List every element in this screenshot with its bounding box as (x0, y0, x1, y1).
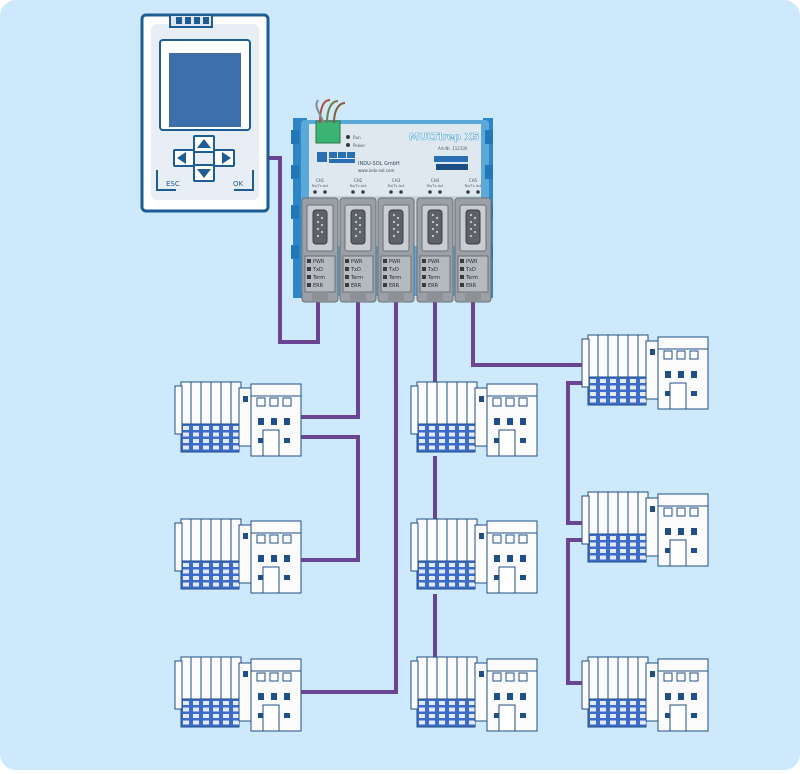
repeater-serial: Art-Nr. 112100 (438, 146, 468, 151)
connector-led-label: ERR (428, 283, 439, 289)
channel-led (389, 190, 393, 194)
repeater-title: MULTIrep X5 (409, 132, 479, 143)
profibus-logo (434, 156, 468, 170)
channel-label-1: CH1 (316, 178, 325, 183)
remote-io-station (581, 656, 709, 732)
connector-led-label: TxD (465, 267, 476, 273)
esc-button-label[interactable]: ESC (166, 180, 180, 188)
cable-display-to-repeater (266, 156, 320, 344)
cable-column3-link2 (566, 538, 585, 685)
connector-led-label: Term (312, 275, 325, 281)
connector-led-label: PWR (466, 259, 478, 265)
power-led (346, 143, 350, 147)
arrow-up-icon (197, 139, 211, 148)
repeater-brand: INDU-SOL GmbH (358, 161, 400, 167)
channel-led (399, 190, 403, 194)
power-terminal (315, 120, 341, 144)
connector-led-label: Term (465, 275, 478, 281)
power-label: Power (353, 143, 365, 148)
remote-io-station (581, 334, 709, 410)
remote-io-station (174, 518, 302, 594)
connector-led-label: TxD (427, 267, 438, 273)
channel-led-label-2: Rx/Tx Act (350, 184, 367, 188)
channel-led-label-3: Rx/Tx Act (388, 184, 405, 188)
connector-led-label: TxD (312, 267, 323, 273)
display-screen (169, 53, 241, 127)
connector-led-label: ERR (313, 283, 324, 289)
run-label: Run (353, 135, 361, 140)
channel-label-4: CH4 (431, 178, 440, 183)
channel-label-2: CH2 (354, 178, 363, 183)
connector-led-label: ERR (389, 283, 400, 289)
cable-ch2-column1 (298, 298, 360, 419)
connector-led-label: PWR (428, 259, 440, 265)
connector-led-label: Term (427, 275, 440, 281)
dpad[interactable] (173, 135, 235, 182)
channel-led (476, 190, 480, 194)
channel-led (438, 190, 442, 194)
cable-layer (266, 156, 585, 694)
remote-io-station (410, 381, 538, 457)
connector-led-label: TxD (388, 267, 399, 273)
multirep-repeater: MULTIrep X5 Art-Nr. 112100 Run Power IND… (291, 99, 493, 303)
arrow-down-icon (197, 169, 211, 178)
channel-led (351, 190, 355, 194)
channel-led (428, 190, 432, 194)
channel-led-label-4: Rx/Tx Act (427, 184, 444, 188)
connector-led-label: PWR (389, 259, 401, 265)
arrow-right-icon (222, 152, 231, 164)
channel-led (323, 190, 327, 194)
channel-label-5: CH5 (469, 178, 478, 183)
remote-io-station (581, 491, 709, 567)
channel-led-label-5: Rx/Tx Act (465, 184, 482, 188)
channel-led (466, 190, 470, 194)
ok-button-label[interactable]: OK (233, 180, 244, 188)
connector-led-label: Term (388, 275, 401, 281)
channel-led (361, 190, 365, 194)
channel-led (313, 190, 317, 194)
remote-io-station (410, 656, 538, 732)
connector-led-label: PWR (313, 259, 325, 265)
cable-column1-daisy (298, 435, 360, 562)
arrow-left-icon (177, 152, 186, 164)
run-led (346, 135, 350, 139)
channel-led-label-1: Rx/Tx Act (312, 184, 329, 188)
channel-label-3: CH3 (392, 178, 401, 183)
connector-led-label: TxD (350, 267, 361, 273)
operator-display-panel: ESC OK (140, 13, 270, 213)
connector-led-label: ERR (351, 283, 362, 289)
indu-sol-logo (317, 152, 355, 163)
connector-led-label: Term (350, 275, 363, 281)
remote-io-station (174, 656, 302, 732)
cable-column3-link1 (566, 381, 585, 525)
connector-led-label: PWR (351, 259, 363, 265)
cable-ch3-column1-bottom (298, 298, 398, 694)
remote-io-station (410, 518, 538, 594)
repeater-address: www.indu-sol.com (358, 168, 394, 173)
remote-io-station (174, 381, 302, 457)
cable-ch5-column3 (471, 298, 585, 367)
connector-led-label: ERR (466, 283, 477, 289)
